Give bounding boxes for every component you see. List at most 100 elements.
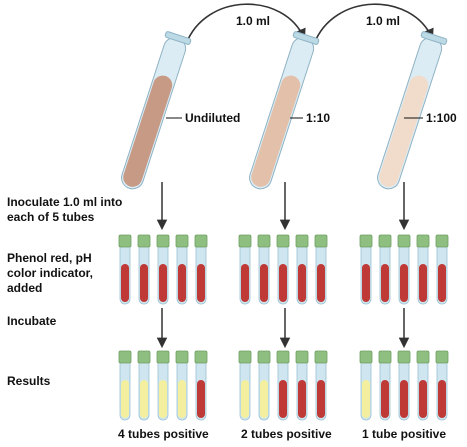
small-tube-cap [194,234,208,248]
small-tube-liquid [159,380,167,418]
small-tube-cap [156,234,170,248]
step-phenol-red-line-2: color indicator, [7,266,93,280]
small-tube-cap [397,234,411,248]
result-label-group-1: 4 tubes positive [118,427,209,441]
tube-result-g3-t5-negative [435,350,449,421]
transfer-arrows: 1.0 ml 1.0 ml [185,3,434,45]
step-results-line-1: Results [7,374,51,388]
small-tube-liquid [140,264,148,302]
small-tube-liquid [317,380,325,418]
small-tube-liquid [381,264,389,302]
large-tube-undiluted [121,31,192,190]
small-tube-cap [238,234,252,248]
small-tube-cap [295,350,309,364]
tube-result-g3-t1-positive [359,350,373,421]
step-inoculate-line-2: each of 5 tubes [7,210,95,224]
small-tube-cap [359,234,373,248]
small-tube-liquid [197,380,205,418]
tube-result-g1-t3-positive [156,350,170,421]
step-results: Results [7,374,51,388]
small-tube-liquid [279,380,287,418]
small-tube-liquid [317,264,325,302]
tube-before-g2-t4 [295,234,309,305]
small-tube-cap [238,350,252,364]
tube-before-g2-t1 [238,234,252,305]
large-tube-1-10 [249,31,320,190]
small-tube-cap [118,350,132,364]
small-tube-liquid [260,380,268,418]
tube-before-g3-t3 [397,234,411,305]
small-tube-cap [276,350,290,364]
tube-rim [292,31,320,45]
tubes-before-incubation [118,234,449,305]
result-labels: 4 tubes positive 2 tubes positive 1 tube… [118,427,446,441]
small-tube-liquid [419,380,427,418]
small-tube-cap [314,350,328,364]
tube-liquid [251,75,301,187]
tube-result-g1-t4-positive [175,350,189,421]
small-tube-cap [137,234,151,248]
tube-result-g1-t2-positive [137,350,151,421]
result-label-group-2: 2 tubes positive [241,427,332,441]
small-tube-cap [359,350,373,364]
tube-before-g1-t5 [194,234,208,305]
tube-rim [420,31,448,45]
small-tube-liquid [178,264,186,302]
small-tube-liquid [260,264,268,302]
small-tube-liquid [140,380,148,418]
tube-liquid [123,75,173,187]
dilution-label-undiluted: Undiluted [185,111,240,125]
step-labels: Inoculate 1.0 ml into each of 5 tubes Ph… [7,195,126,388]
tube-result-g2-t4-negative [295,350,309,421]
tube-before-g1-t3 [156,234,170,305]
small-tube-liquid [438,264,446,302]
small-tube-liquid [197,264,205,302]
tube-result-g2-t1-positive [238,350,252,421]
tube-result-g1-t1-positive [118,350,132,421]
tube-rim [164,31,192,45]
small-tube-cap [416,234,430,248]
transfer-volume-label-2: 1.0 ml [366,14,400,28]
tube-liquid [379,75,429,187]
tube-result-g2-t2-positive [257,350,271,421]
small-tube-cap [378,350,392,364]
step-phenol-red: Phenol red, pH color indicator, added [7,251,96,295]
small-tube-cap [175,234,189,248]
dilution-label-1-10: 1:10 [306,111,330,125]
tube-result-g1-t5-negative [194,350,208,421]
small-tube-cap [397,350,411,364]
transfer-arc-1 [185,3,306,45]
dilution-label-1-100: 1:100 [426,111,457,125]
tube-before-g3-t4 [416,234,430,305]
small-tube-liquid [362,380,370,418]
tube-before-g3-t1 [359,234,373,305]
small-tube-cap [416,350,430,364]
small-tube-cap [257,234,271,248]
small-tube-cap [194,350,208,364]
small-tube-liquid [241,264,249,302]
tube-result-g2-t3-negative [276,350,290,421]
small-tube-liquid [121,380,129,418]
step-phenol-red-line-3: added [7,281,42,295]
tube-before-g3-t5 [435,234,449,305]
small-tube-liquid [298,264,306,302]
result-label-group-3: 1 tube positive [362,427,446,441]
small-tube-liquid [241,380,249,418]
small-tube-liquid [362,264,370,302]
step-incubate: Incubate [7,314,57,328]
small-tube-liquid [159,264,167,302]
tube-result-g3-t3-negative [397,350,411,421]
tube-before-g3-t2 [378,234,392,305]
tubes-after-incubation [118,350,449,421]
small-tube-cap [137,350,151,364]
transfer-volume-label-1: 1.0 ml [236,14,270,28]
tube-before-g1-t1 [118,234,132,305]
step-inoculate: Inoculate 1.0 ml into each of 5 tubes [7,195,126,224]
tube-result-g3-t4-negative [416,350,430,421]
small-tube-liquid [400,380,408,418]
small-tube-liquid [178,380,186,418]
small-tube-cap [175,350,189,364]
small-tube-liquid [121,264,129,302]
transfer-arc-2 [313,3,434,45]
dilution-labels: Undiluted 1:10 1:100 [166,111,457,125]
